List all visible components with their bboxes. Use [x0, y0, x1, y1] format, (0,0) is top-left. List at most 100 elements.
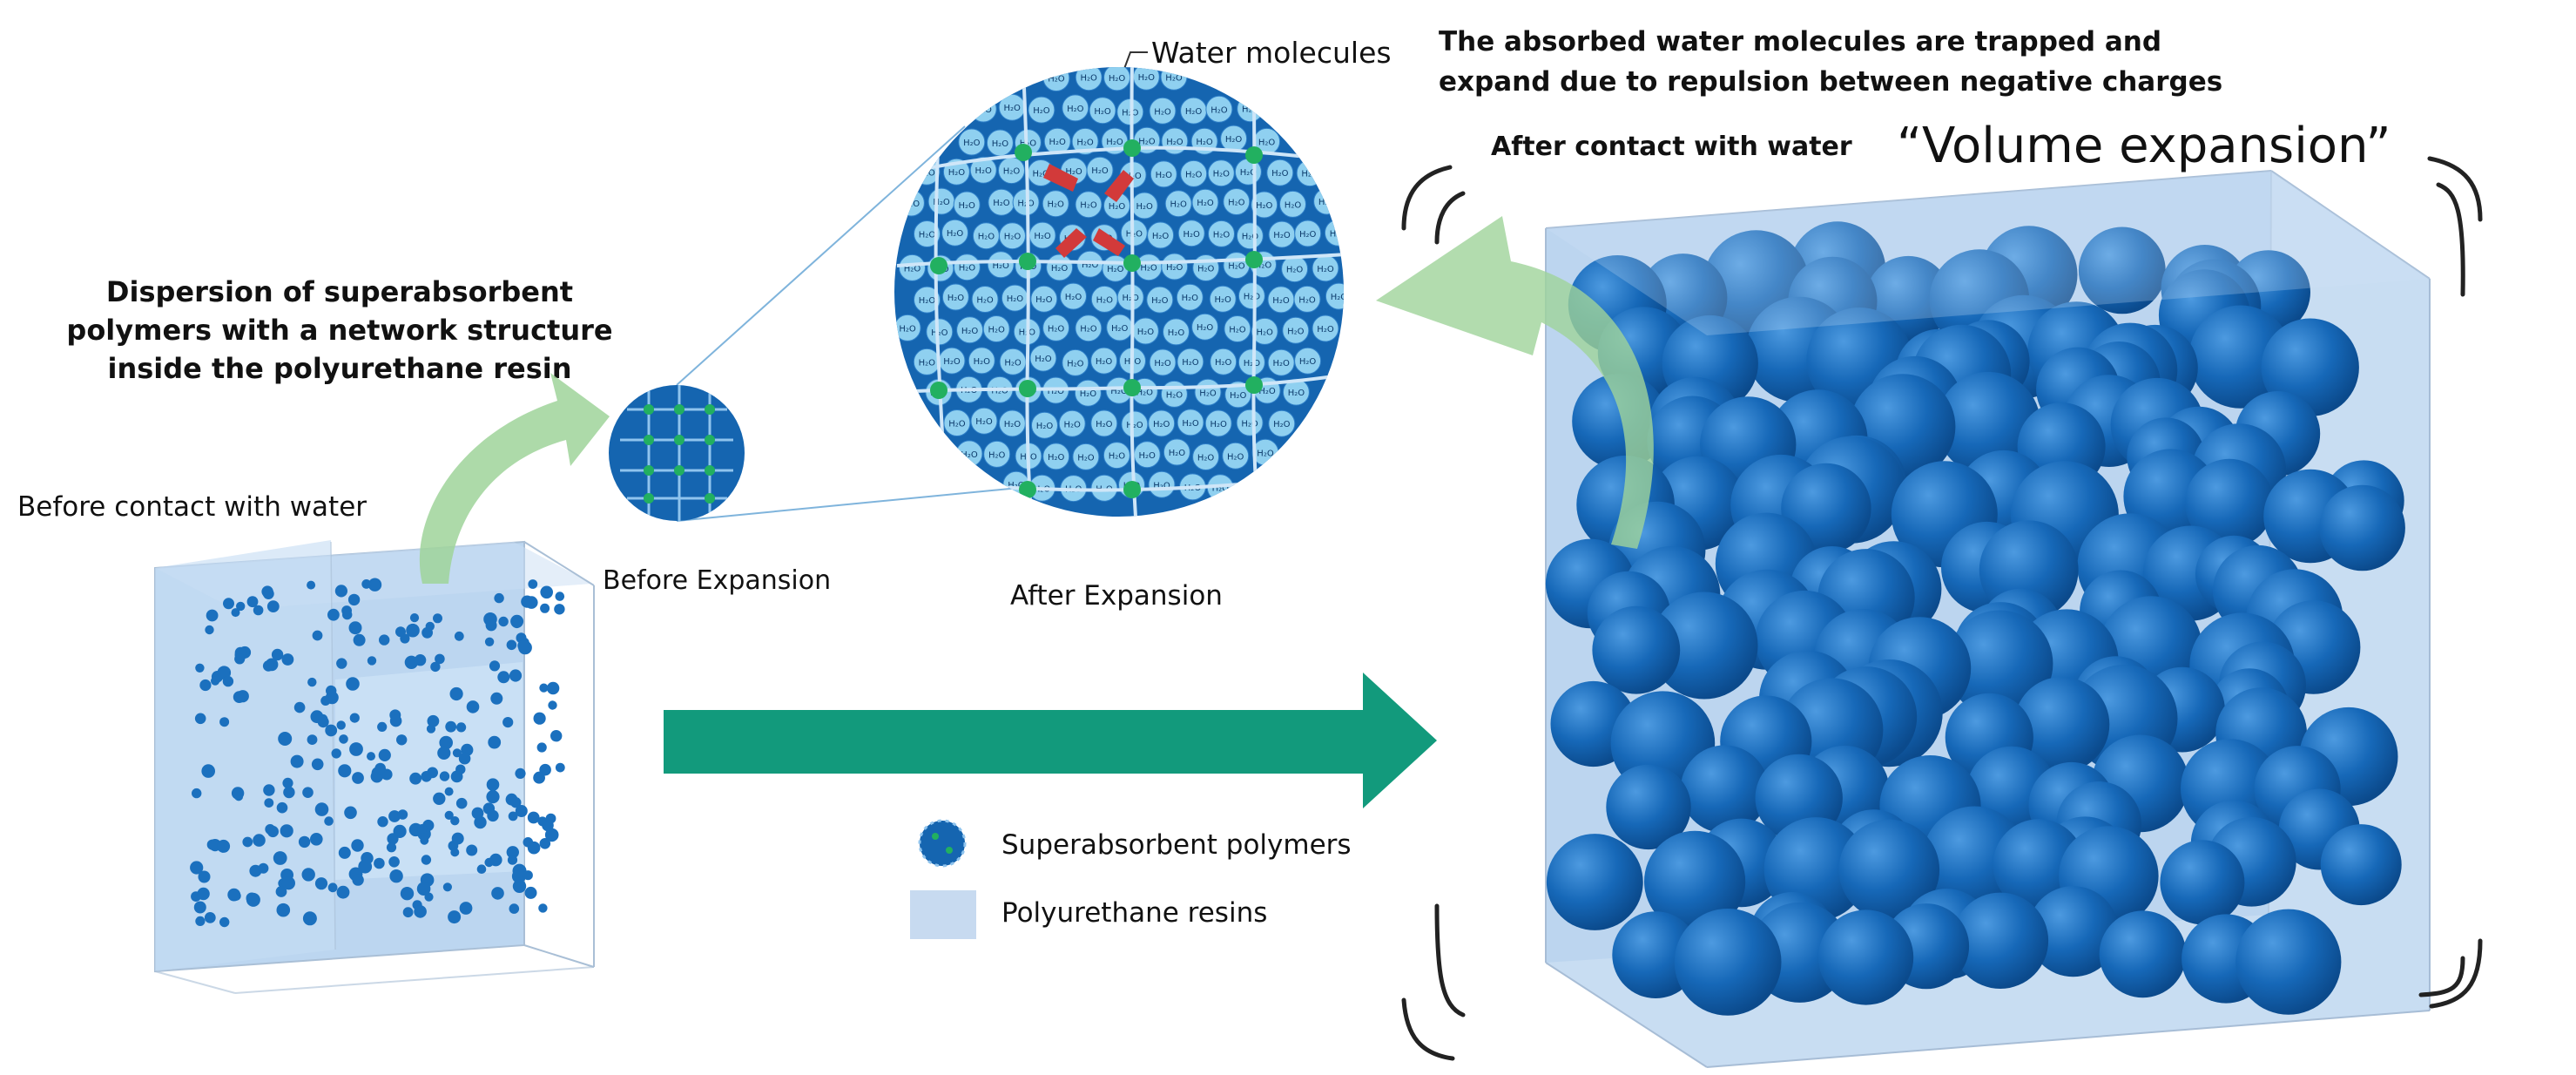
sap-dot	[223, 598, 234, 610]
water-molecule: H₂O	[1042, 67, 1070, 91]
water-molecule: H₂O	[1075, 314, 1103, 342]
sap-dot	[275, 886, 287, 897]
sap-dot	[498, 616, 509, 627]
sap-dot	[349, 742, 363, 756]
sap-dot	[437, 746, 451, 761]
sap-dot	[445, 720, 457, 733]
small-resin-cube	[154, 540, 595, 994]
water-molecule: H₂O	[1251, 317, 1278, 345]
water-molecule: H₂O	[941, 219, 969, 247]
sap-dot	[346, 677, 360, 691]
sap-dot	[389, 869, 403, 883]
water-molecule-label: H₂O	[1197, 265, 1215, 274]
water-molecule: H₂O	[1072, 443, 1100, 470]
water-molecule-label: H₂O	[959, 264, 976, 274]
sap-dot	[502, 717, 514, 728]
sap-dot	[536, 742, 547, 753]
water-molecule: H₂O	[1046, 254, 1074, 281]
sap-dot	[219, 717, 230, 727]
sap-dot	[458, 752, 471, 765]
sap-sphere	[1952, 892, 2049, 990]
water-molecule: H₂O	[1103, 442, 1130, 470]
sap-dot	[266, 600, 280, 612]
water-molecule-label: H₂O	[1210, 105, 1228, 115]
sap-dot	[397, 809, 408, 820]
sap-dot	[307, 734, 318, 745]
water-molecule: H₂O	[987, 251, 1015, 279]
water-molecule-label: H₂O	[1063, 420, 1081, 429]
water-molecule-label: H₂O	[993, 199, 1010, 208]
sap-dot	[452, 748, 462, 758]
water-molecule-label: H₂O	[1049, 138, 1066, 147]
sap-dot	[298, 835, 311, 849]
water-molecule-label: H₂O	[931, 328, 948, 338]
water-molecule-label: H₂O	[1080, 74, 1097, 84]
water-molecule-label: H₂O	[1318, 198, 1336, 207]
sap-dot	[442, 882, 452, 892]
sap-dot	[386, 842, 397, 853]
sap-dot	[379, 634, 390, 646]
water-molecule-label: H₂O	[1244, 293, 1261, 302]
water-molecule-label: H₂O	[1126, 421, 1143, 430]
water-molecule-label: H₂O	[1169, 449, 1186, 458]
sap-dot	[525, 596, 538, 609]
water-molecule-label: H₂O	[1109, 74, 1126, 84]
water-molecule-label: H₂O	[1107, 265, 1124, 274]
water-molecule: H₂O	[982, 315, 1010, 342]
sap-dot	[555, 762, 565, 773]
water-molecule: H₂O	[1222, 442, 1250, 470]
sap-dot	[533, 712, 546, 725]
water-molecule: H₂O	[914, 220, 941, 247]
sap-dot	[528, 579, 538, 589]
sap-sphere	[1644, 830, 1746, 932]
water-molecule: H₂O	[941, 283, 969, 311]
water-molecule-label: H₂O	[1242, 105, 1259, 115]
sap-dot	[264, 798, 274, 808]
water-molecule-label: H₂O	[1138, 137, 1156, 146]
sap-dot	[494, 592, 504, 604]
sap-dot	[190, 861, 204, 875]
water-molecule-label: H₂O	[919, 358, 936, 368]
sap-dot	[421, 855, 432, 865]
sap-dot	[353, 633, 366, 646]
water-molecule-label: H₂O	[1048, 324, 1065, 334]
water-molecule-label: H₂O	[974, 166, 992, 176]
sap-dot	[414, 654, 427, 666]
water-molecule: H₂O	[1146, 286, 1174, 314]
water-molecule: H₂O	[894, 314, 921, 341]
water-molecule: H₂O	[1282, 378, 1310, 406]
water-molecule: H₂O	[1090, 347, 1118, 375]
water-molecule-label: H₂O	[1240, 168, 1258, 178]
water-molecule-label: H₂O	[1183, 230, 1200, 240]
water-molecule-label: H₂O	[1096, 420, 1113, 429]
sap-dot	[293, 701, 306, 713]
expansion-brackets	[1401, 156, 2483, 1061]
sap-sphere	[2013, 676, 2110, 773]
curved-arrow-icon	[1376, 216, 1654, 549]
sap-dot	[374, 857, 385, 869]
sap-dot	[307, 677, 317, 687]
water-molecule-label: H₂O	[1004, 233, 1022, 242]
after-expansion-label: After Expansion	[1010, 580, 1223, 612]
water-molecule-label: H₂O	[1210, 420, 1227, 429]
sap-dot	[450, 848, 460, 857]
water-molecule: H₂O	[1180, 97, 1208, 125]
water-molecule-label: H₂O	[974, 105, 992, 115]
water-molecule-label: H₂O	[1228, 262, 1245, 272]
water-molecule: H₂O	[1062, 348, 1089, 376]
water-molecule: H₂O	[1192, 254, 1220, 281]
water-molecule: H₂O	[1205, 95, 1233, 123]
water-molecule: H₂O	[1177, 348, 1204, 375]
sap-dot	[242, 836, 253, 848]
sap-sphere	[1674, 909, 1782, 1016]
sap-dot	[388, 810, 401, 822]
sap-dot	[433, 613, 442, 624]
sap-dot	[414, 905, 427, 918]
water-molecule: H₂O	[1089, 97, 1116, 125]
water-molecule-label: H₂O	[904, 264, 921, 274]
water-molecule-label: H₂O	[1287, 327, 1305, 336]
sap-dot	[421, 771, 432, 782]
water-molecule: H₂O	[1224, 315, 1251, 342]
water-molecule: H₂O	[1236, 222, 1264, 250]
